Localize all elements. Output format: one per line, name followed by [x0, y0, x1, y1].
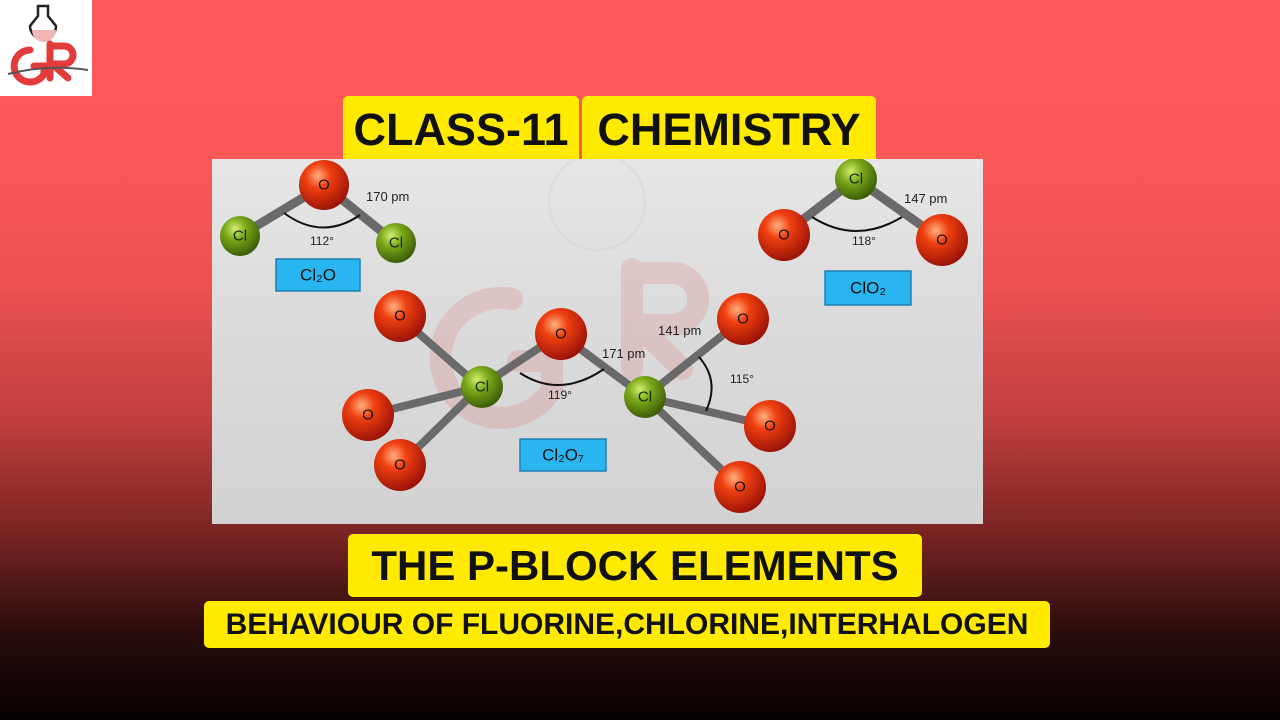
chlorine-atom [835, 159, 877, 200]
atom-label: O [764, 418, 776, 435]
chlorine-atom [624, 376, 666, 418]
atom-label: Cl [389, 235, 403, 252]
atom-label: O [318, 177, 330, 194]
atom-label: O [936, 232, 948, 249]
class-label-chip: CLASS-11 [343, 96, 579, 164]
terminal-bond-label: 141 pm [658, 323, 701, 338]
cl2o7-molecule: O O O O O O O Cl Cl 141 pm 171 pm 119° 1… [342, 290, 796, 513]
subtitle-chip: BEHAVIOUR OF FLUORINE,CHLORINE,INTERHALO… [204, 601, 1050, 648]
bond-angle-label: 118° [852, 234, 876, 248]
chlorine-oxides-diagram: O Cl Cl 170 pm 112° Cl₂O Cl O O 147 pm 1… [212, 159, 983, 524]
clo2-molecule: Cl O O 147 pm 118° ClO₂ [758, 159, 968, 306]
atom-label: Cl [638, 389, 652, 406]
subject-label-chip: CHEMISTRY [582, 96, 876, 164]
clo2-formula: ClO₂ [850, 279, 886, 298]
molecule-structures: O Cl Cl 170 pm 112° Cl₂O Cl O O 147 pm 1… [220, 159, 968, 513]
atom-label: Cl [233, 228, 247, 245]
flask-logo-icon [7, 4, 89, 86]
oxygen-atom [374, 290, 426, 342]
channel-logo [0, 0, 92, 96]
oxygen-atom [714, 461, 766, 513]
atom-label: O [737, 311, 749, 328]
oxygen-atom [717, 293, 769, 345]
atom-label: O [362, 407, 374, 424]
atom-label: Cl [849, 171, 863, 188]
atom-label: O [734, 479, 746, 496]
cl2o7-formula-box [519, 438, 607, 472]
bond-length-label: 170 pm [366, 189, 409, 204]
watermark-logo [429, 159, 709, 429]
atom-label: O [394, 457, 406, 474]
atom-label: O [394, 308, 406, 325]
bridge-angle-label: 119° [548, 388, 572, 402]
atom-label: Cl [475, 379, 489, 396]
cl2o-molecule: O Cl Cl 170 pm 112° Cl₂O [220, 160, 416, 292]
oxygen-atom [374, 439, 426, 491]
chlorine-atom [461, 366, 503, 408]
oxygen-atom [342, 389, 394, 441]
oxygen-atom [744, 400, 796, 452]
chapter-title-chip: THE P-BLOCK ELEMENTS [348, 534, 922, 597]
oxygen-atom [758, 209, 810, 261]
atom-label: O [555, 326, 567, 343]
oxygen-atom [916, 214, 968, 266]
cl2o7-formula: Cl₂O₇ [542, 446, 584, 465]
oxygen-atom [299, 160, 349, 210]
chlorine-atom [376, 223, 416, 263]
atom-label: O [778, 227, 790, 244]
bond-angle-label: 112° [310, 234, 334, 248]
clo2-formula-box [824, 270, 912, 306]
chlorine-atom [220, 216, 260, 256]
cl2o-formula-box [275, 258, 361, 292]
bond-length-label: 147 pm [904, 191, 947, 206]
bridge-bond-label: 171 pm [602, 346, 645, 361]
cl2o-formula: Cl₂O [300, 266, 336, 285]
oxygen-atom [535, 308, 587, 360]
o-cl-o-angle-label: 115° [730, 372, 754, 386]
